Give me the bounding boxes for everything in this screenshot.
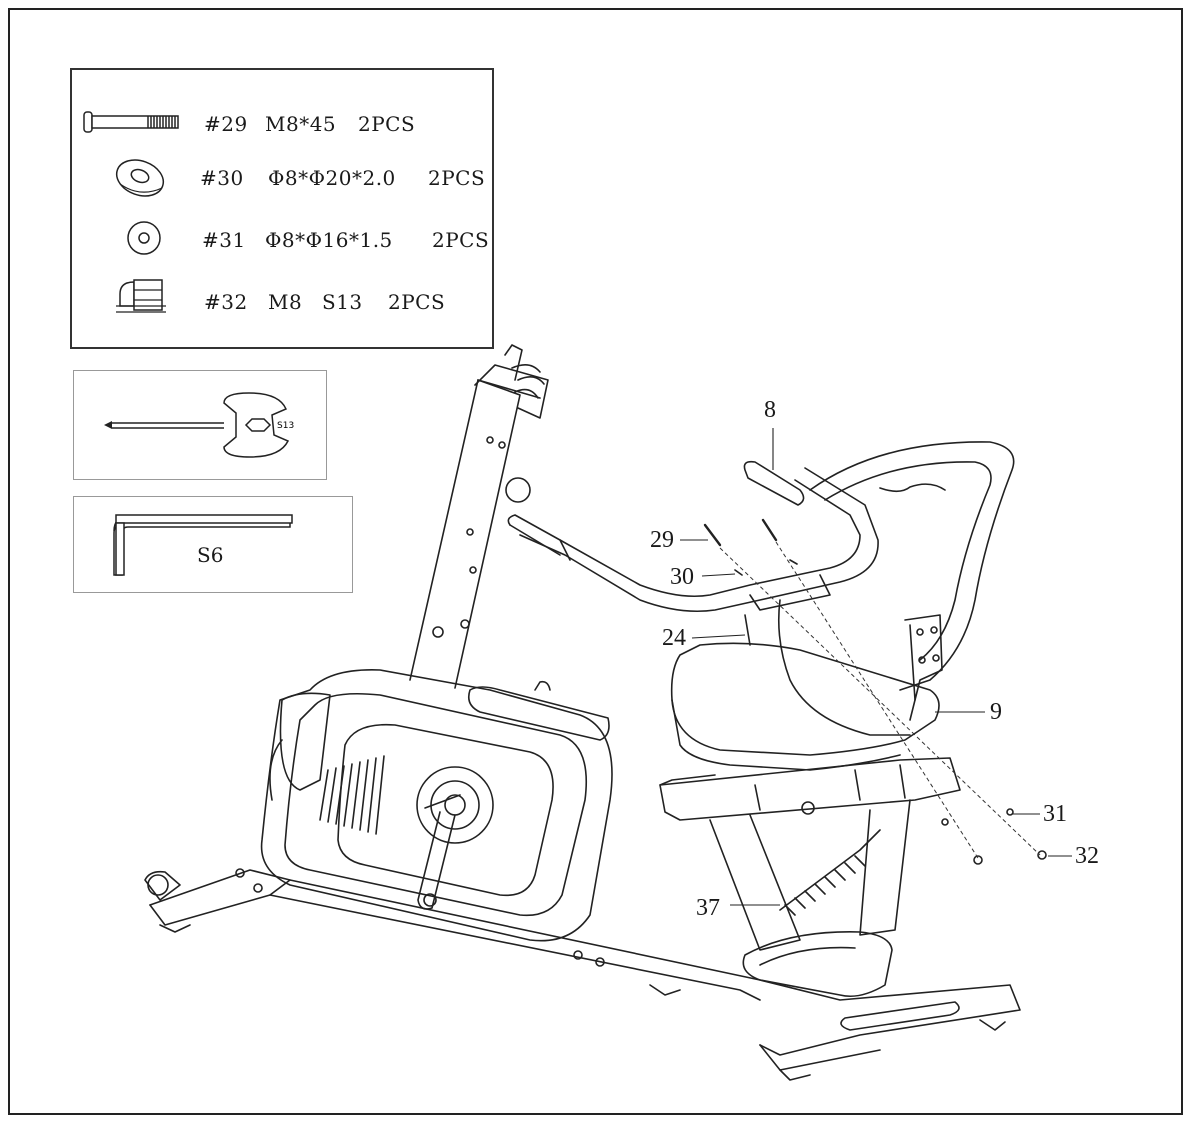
wrench-tool-panel: S13 xyxy=(73,370,327,480)
hardware-spec-2: S13 xyxy=(322,290,363,314)
hardware-row-31: #31 Φ8*Φ16*1.5 2PCS xyxy=(72,220,492,260)
callout-31: 31 xyxy=(1043,801,1067,827)
callout-37: 37 xyxy=(696,895,720,921)
hardware-spec: Φ8*Φ16*1.5 xyxy=(265,228,393,252)
callout-9: 9 xyxy=(990,699,1002,725)
hardware-list-panel: #29 M8*45 2PCS #30 Φ8*Φ20*2.0 2PCS #31 Φ… xyxy=(70,68,494,349)
hardware-id: #30 xyxy=(200,166,244,190)
page-frame xyxy=(8,8,1183,1115)
hardware-row-29: #29 M8*45 2PCS xyxy=(72,104,492,144)
hardware-qty: 2PCS xyxy=(358,112,416,136)
hardware-spec: Φ8*Φ20*2.0 xyxy=(268,166,396,190)
hardware-qty: 2PCS xyxy=(388,290,446,314)
hardware-row-32: #32 M8 S13 2PCS xyxy=(72,279,492,322)
callout-32: 32 xyxy=(1075,843,1099,869)
allen-key-icon xyxy=(113,514,293,576)
hardware-qty: 2PCS xyxy=(432,228,490,252)
wrench-size-label: S13 xyxy=(277,421,294,431)
hardware-id: #32 xyxy=(204,290,248,314)
allen-key-panel: S6 xyxy=(73,496,353,593)
hardware-id: #29 xyxy=(204,112,248,136)
hardware-spec: M8*45 xyxy=(265,112,337,136)
hardware-qty: 2PCS xyxy=(428,166,486,190)
multi-wrench-icon: S13 xyxy=(104,392,294,458)
acorn-nut-icon xyxy=(116,279,166,313)
allen-key-size-label: S6 xyxy=(197,543,224,567)
hardware-spec: M8 xyxy=(268,290,303,314)
flat-washer-icon xyxy=(127,221,161,255)
curved-washer-icon xyxy=(115,159,165,197)
callout-29: 29 xyxy=(650,527,674,553)
callout-30: 30 xyxy=(670,564,694,590)
callout-8: 8 xyxy=(764,397,776,423)
hardware-row-30: #30 Φ8*Φ20*2.0 2PCS xyxy=(72,158,492,198)
callout-24: 24 xyxy=(662,625,686,651)
hardware-id: #31 xyxy=(202,228,246,252)
bolt-icon xyxy=(83,111,179,133)
